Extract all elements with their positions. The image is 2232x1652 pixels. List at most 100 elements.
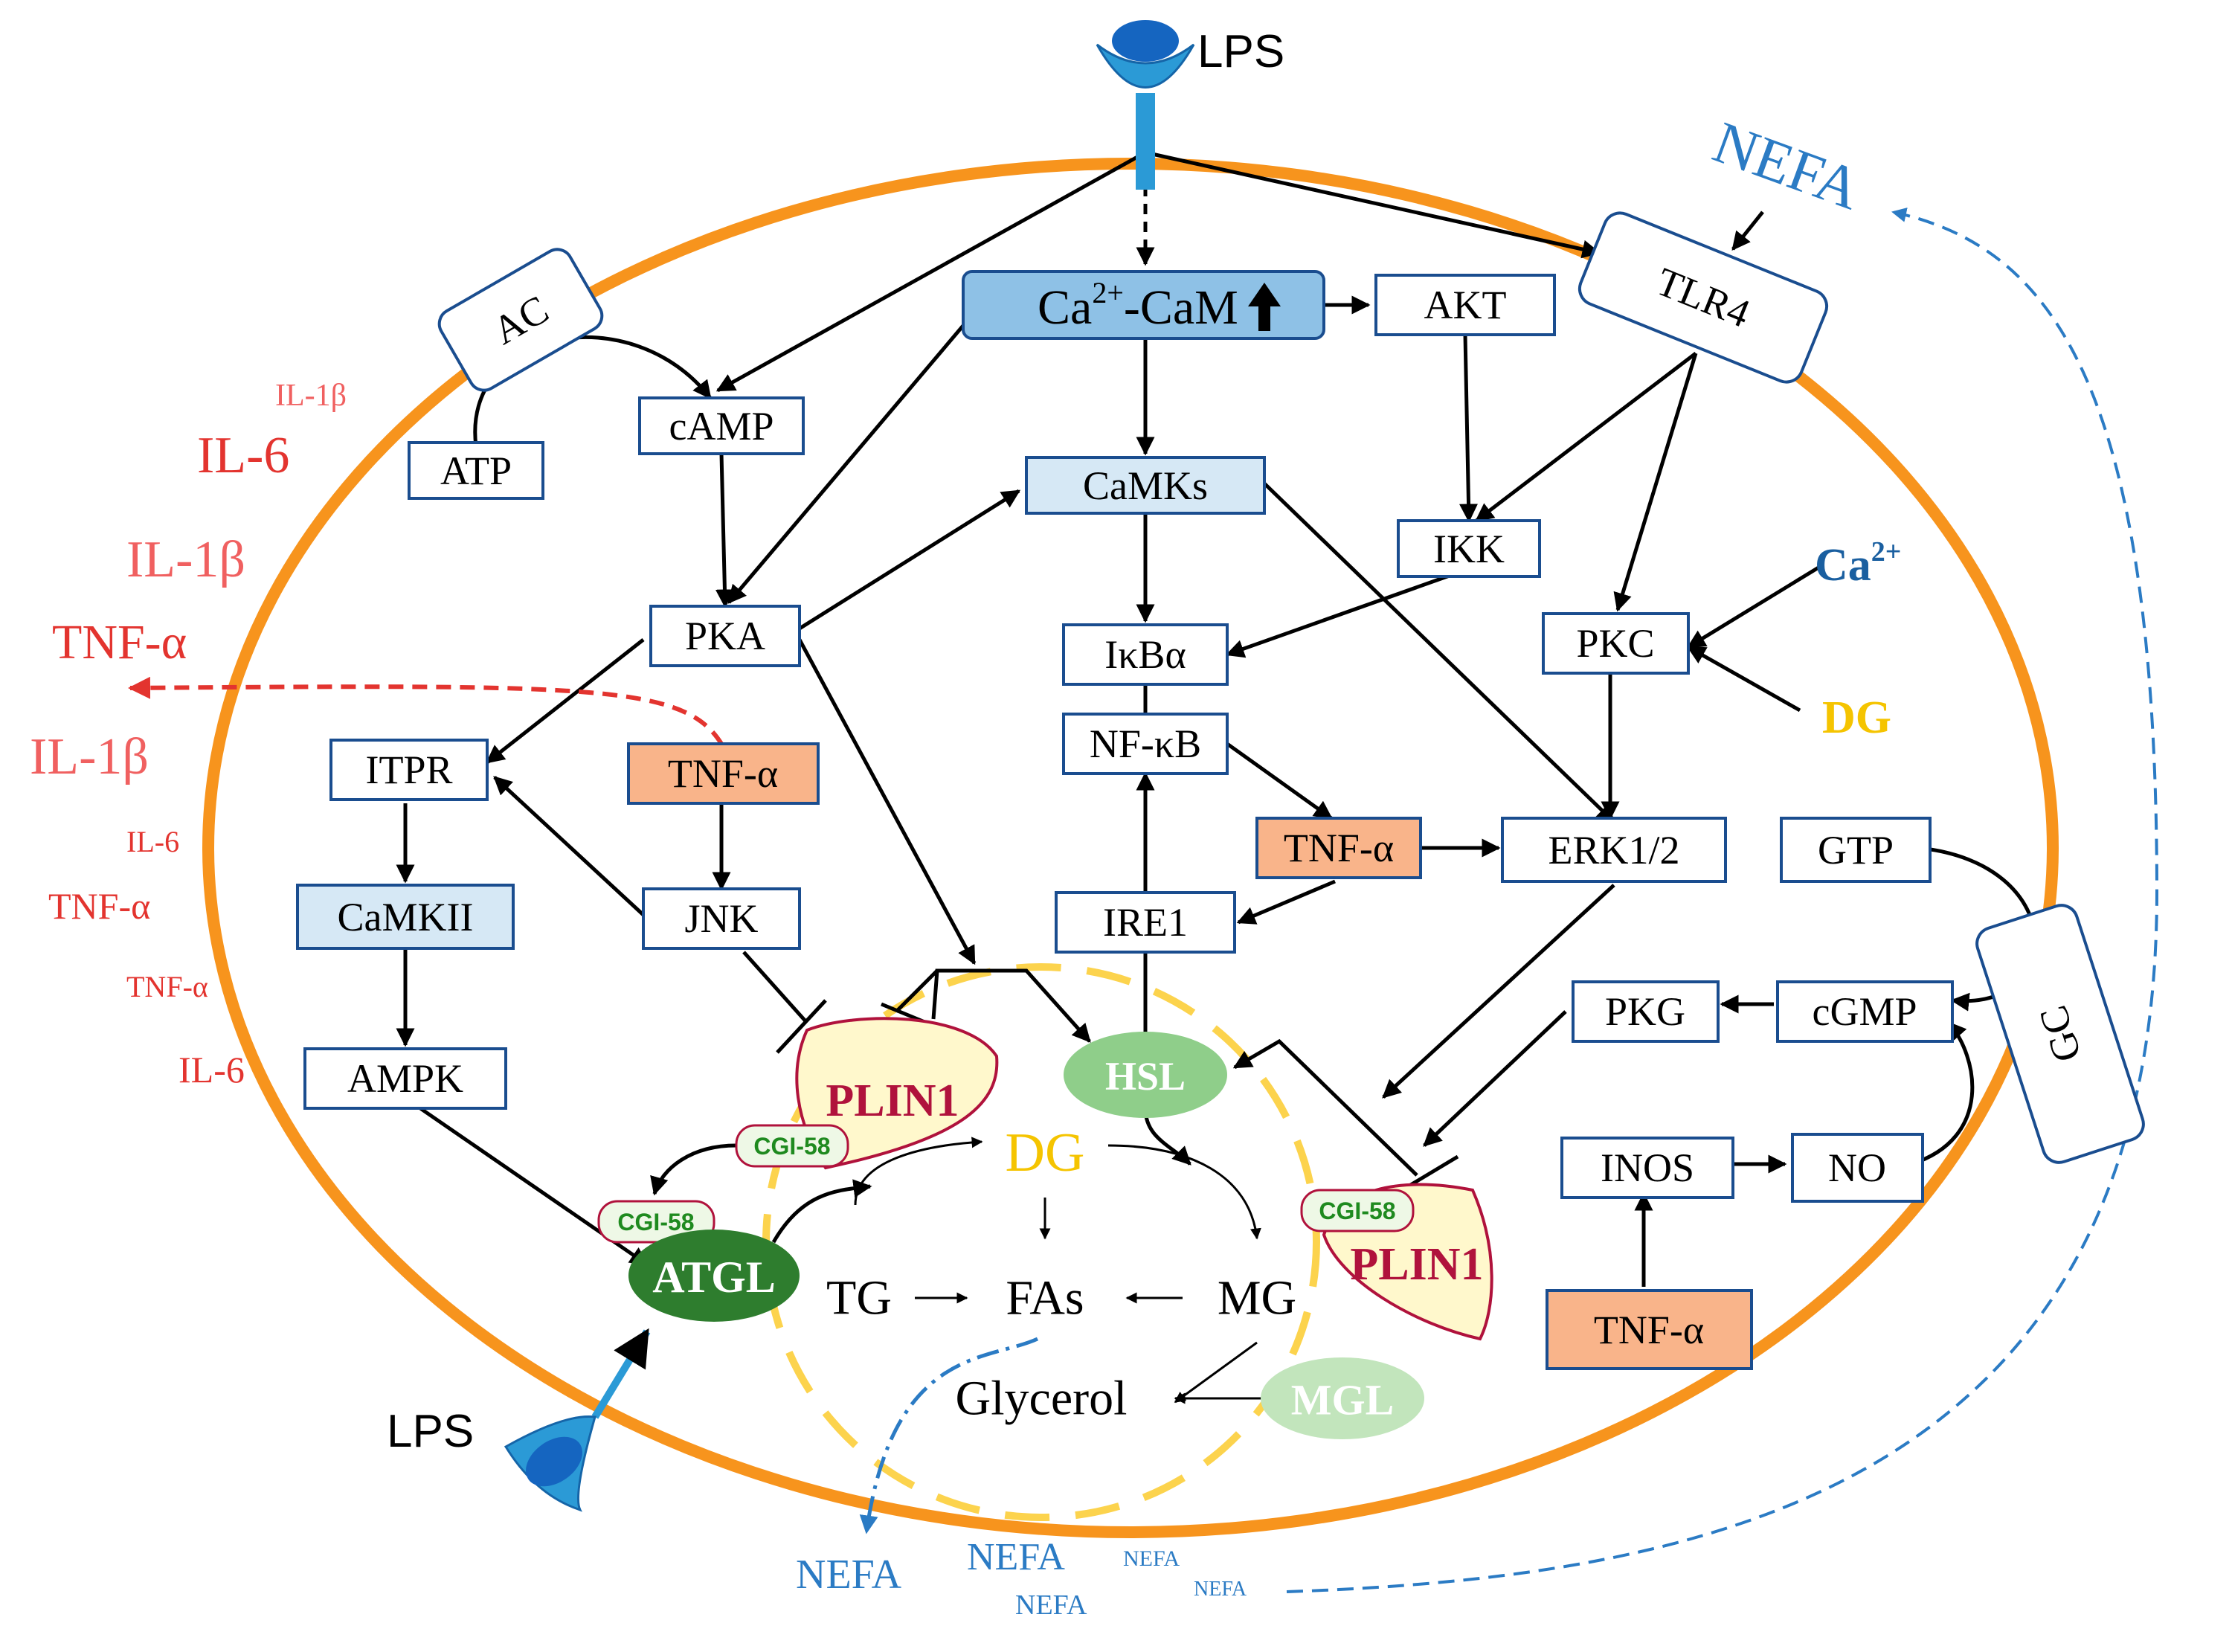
ire1-label: IRE1 [1103,900,1188,945]
camks-label: CaMKs [1083,463,1208,508]
pkc-node: PKC [1542,612,1690,675]
ampk-label: AMPK [347,1056,463,1101]
cgmp-node: cGMP [1776,980,1954,1043]
nfkb-node: NF-κB [1062,713,1229,775]
ca2-right-label: Ca2+ [1815,536,1901,591]
plin1-left-label: PLIN1 [826,1076,959,1126]
hsl-label: HSL [1105,1054,1186,1099]
cytokine: TNF-α [52,615,187,669]
nefa-top-label: NEFA [1705,109,1869,222]
tg-label: TG [826,1271,892,1325]
ca-cam-rest: -CaM [1124,280,1238,335]
lps-receptor-bottom [504,1415,596,1512]
plin1-right-label: PLIN1 [1350,1239,1483,1290]
lps-receptor-top [1096,20,1195,190]
cell-membrane [202,158,2059,1538]
dg-right-label: DG [1822,692,1891,743]
cytokine: IL-6 [197,427,289,484]
cytokine: IL-6 [126,825,179,858]
nefa-bottom-1: NEFA [796,1552,902,1598]
nfkb-label: NF-κB [1090,721,1201,766]
lps-bottom-label: LPS [387,1406,474,1457]
camp-label: cAMP [669,404,774,449]
akt-node: AKT [1374,274,1556,336]
cgmp-label: cGMP [1812,989,1917,1034]
jnk-node: JNK [642,887,801,950]
ca-cam-node: Ca2+-CaM [962,270,1325,340]
camks-node: CaMKs [1025,456,1266,515]
cgi58-c-label: CGI-58 [1319,1198,1395,1224]
lps-top-label: LPS [1197,26,1284,77]
cytokine: IL-1β [30,728,149,785]
hsl-node: HSL [1064,1032,1227,1118]
itpr-node: ITPR [329,739,489,801]
cytokines: IL-1β IL-6 IL-1β TNF-α IL-1β IL-6 TNF-α … [30,379,347,1090]
cgi58-b-node: CGI-58 [597,1200,715,1244]
up-arrow-icon [1248,283,1281,331]
cytokine: IL-6 [179,1049,245,1090]
cgi58-b-label: CGI-58 [617,1209,694,1235]
cytokine: IL-1β [275,379,347,413]
ikk-node: IKK [1397,519,1541,578]
cgi58-a-label: CGI-58 [753,1133,830,1160]
mgl-label: MGL [1291,1376,1395,1424]
cgi58-a-node: CGI-58 [735,1124,849,1168]
ampk-node: AMPK [303,1047,507,1110]
tnf-left-node: TNF-α [627,742,820,805]
ikba-node: IκBα [1062,623,1229,686]
cytokine: TNF-α [126,970,208,1003]
nefa-bottom-4: NEFA [1123,1546,1180,1571]
nefa-bottom-5: NEFA [1194,1578,1247,1601]
atgl-node: ATGL [628,1230,800,1322]
jnk-label: JNK [684,896,758,941]
erk-node: ERK1/2 [1501,817,1727,883]
cytokine: IL-1β [126,531,245,588]
pkg-label: PKG [1605,989,1685,1034]
erk-label: ERK1/2 [1548,828,1679,872]
tnf-bottom-node: TNF-α [1546,1289,1753,1370]
plin1-left-node: PLIN1 [795,1017,999,1170]
dg-droplet-label: DG [1006,1122,1085,1183]
cytokine: TNF-α [48,885,150,927]
fas-label: FAs [1006,1271,1084,1325]
atgl-label: ATGL [652,1253,776,1302]
receptor-icon [526,1436,582,1487]
inos-node: INOS [1560,1137,1734,1199]
nefa-bottom-2: NEFA [967,1536,1065,1578]
pkc-label: PKC [1576,621,1654,666]
pkg-node: PKG [1572,980,1720,1043]
akt-label: AKT [1424,283,1507,327]
svg-text:Ca2+-CaM: Ca2+-CaM [1038,276,1238,335]
ire1-node: IRE1 [1055,891,1236,954]
tnf-mid-label: TNF-α [1284,826,1394,870]
pka-node: PKA [649,605,801,667]
nefa-bottom-3: NEFA [1015,1590,1087,1621]
cgi58-c-node: CGI-58 [1300,1189,1415,1232]
receptor-icon [1112,20,1179,62]
atp-node: ATP [408,441,544,500]
gtp-label: GTP [1818,828,1894,872]
ca-cam-sup: 2+ [1092,276,1124,309]
ikba-label: IκBα [1104,632,1186,677]
ikk-label: IKK [1433,527,1505,571]
mgl-node: MGL [1261,1357,1424,1439]
pka-label: PKA [685,614,765,658]
gc-node: GC [1975,904,2145,1164]
camp-node: cAMP [638,396,805,455]
no-node: NO [1791,1133,1924,1203]
tnf-mid-node: TNF-α [1255,817,1422,879]
mg-label: MG [1218,1271,1296,1325]
glycerol-label: Glycerol [956,1372,1128,1426]
camkii-label: CaMKII [338,895,474,939]
itpr-label: ITPR [365,748,452,792]
tnf-left-label: TNF-α [668,751,778,796]
inos-label: INOS [1601,1145,1694,1190]
tlr4-node: TLR4 [1577,211,1829,384]
atp-label: ATP [440,449,512,493]
ac-node: AC [437,248,604,392]
camkii-node: CaMKII [296,884,515,950]
ca-cam-ca: Ca [1038,280,1092,335]
gtp-node: GTP [1780,817,1932,883]
no-label: NO [1828,1145,1886,1190]
